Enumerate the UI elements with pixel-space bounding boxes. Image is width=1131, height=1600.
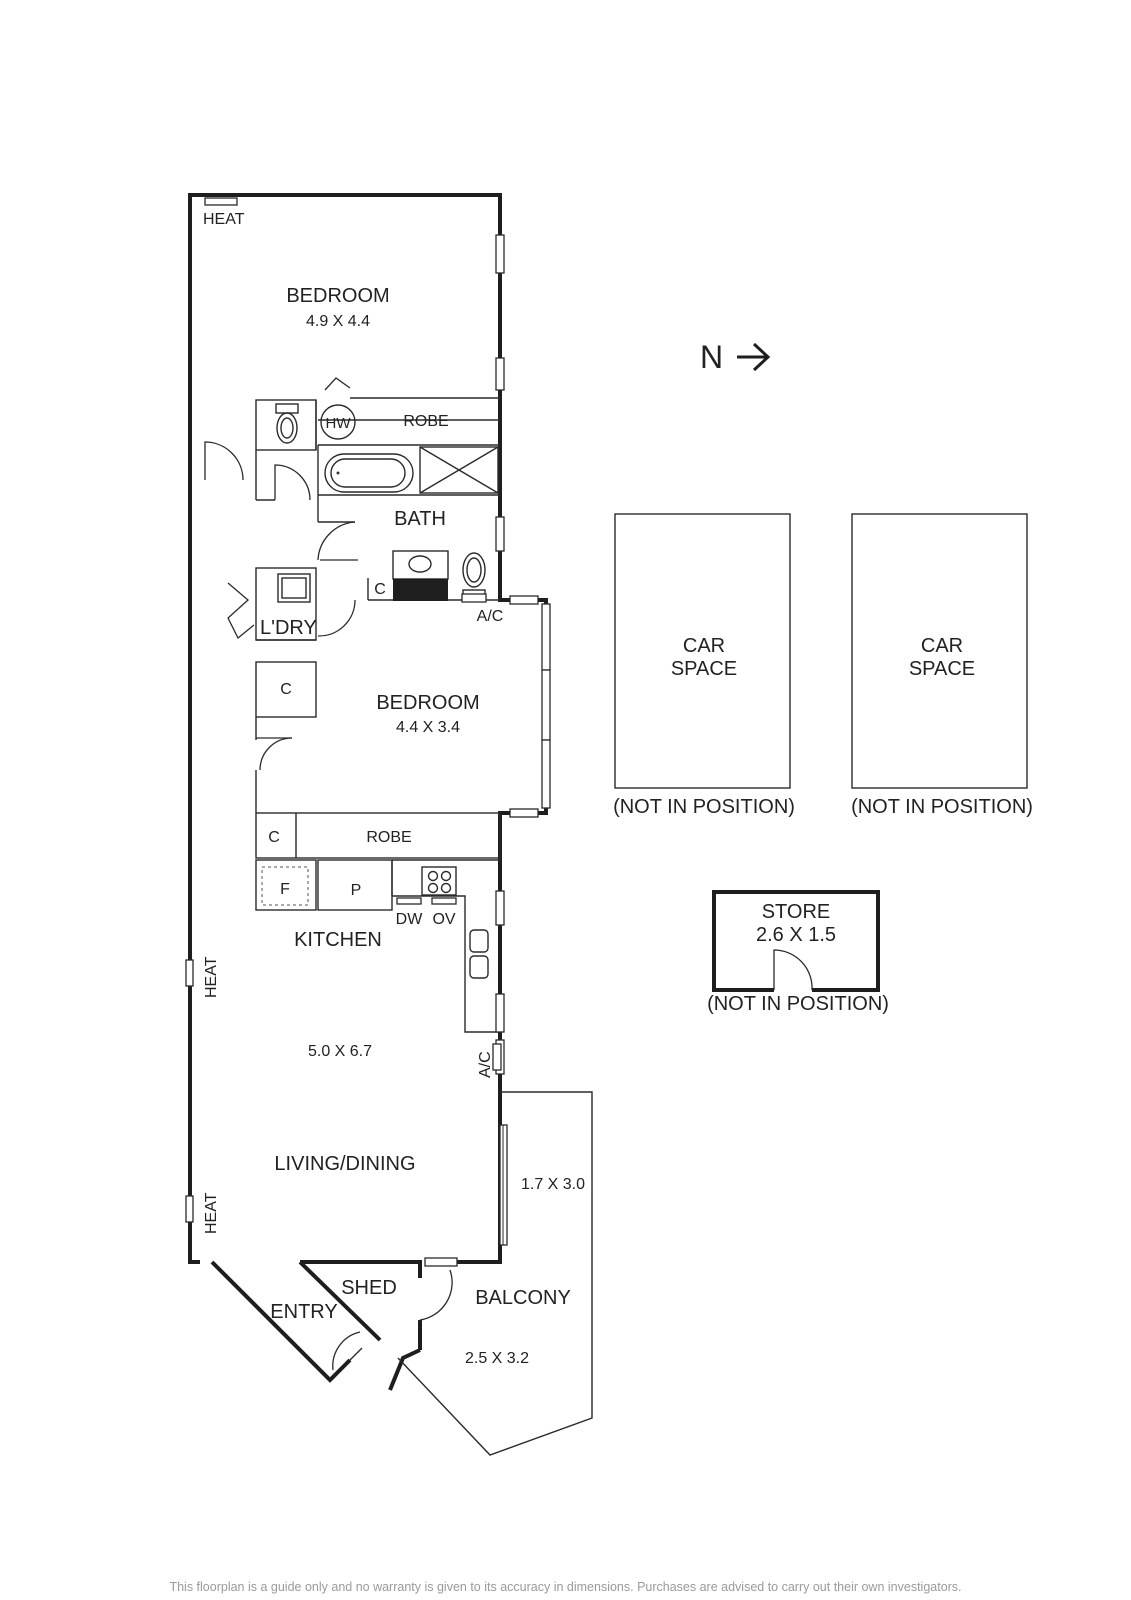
balcony-dims-2: 1.7 X 3.0 [521, 1176, 585, 1193]
kitchen-name: KITCHEN [294, 929, 382, 951]
exterior-walls [188, 193, 548, 1391]
car-space-2 [851, 513, 1028, 789]
bedroom1-dims: 4.9 X 4.4 [306, 313, 370, 330]
living-name: LIVING/DINING [274, 1153, 415, 1175]
north-label: N [700, 339, 723, 375]
interior-walls [255, 397, 501, 1033]
oven-label: OV [432, 911, 455, 928]
kitchen-sink-icon [469, 929, 489, 979]
balcony-name: BALCONY [475, 1287, 571, 1309]
car2-name-line2: SPACE [909, 658, 975, 680]
balcony-dims: 2.5 X 3.2 [465, 1350, 529, 1367]
robe-label-1: ROBE [403, 413, 448, 430]
cupboard-label-robe: C [268, 829, 280, 846]
cooktop-icon [421, 866, 457, 896]
living-dims: 5.0 X 6.7 [308, 1043, 372, 1060]
bath-fixtures [275, 403, 499, 603]
hw-label: HW [326, 415, 352, 432]
ac-label-1: A/C [477, 608, 504, 625]
north-arrow-icon [737, 342, 771, 372]
store-name: STORE [762, 901, 831, 923]
cupboard-label-laundry: C [280, 681, 292, 698]
bath-name: BATH [394, 508, 446, 530]
ac-label-2: A/C [477, 1051, 494, 1078]
bedroom2-name: BEDROOM [376, 692, 479, 714]
entry-name: ENTRY [270, 1301, 337, 1323]
cupboard-label-bath: C [374, 581, 386, 598]
balcony-outline [397, 1091, 593, 1456]
store-walls [712, 890, 880, 992]
bedroom2-dims: 4.4 X 3.4 [396, 719, 460, 736]
store-dims: 2.6 X 1.5 [756, 924, 836, 946]
store-note: (NOT IN POSITION) [707, 993, 889, 1015]
disclaimer-text: This floorplan is a guide only and no wa… [169, 1580, 962, 1594]
car2-note: (NOT IN POSITION) [851, 796, 1033, 818]
car1-name-line2: SPACE [671, 658, 737, 680]
heat-label-3: HEAT [203, 1192, 220, 1234]
car1-note: (NOT IN POSITION) [613, 796, 795, 818]
bedroom1-name: BEDROOM [286, 285, 389, 307]
heat-label-1: HEAT [203, 211, 245, 228]
pantry-label: P [351, 882, 362, 899]
windows [185, 197, 551, 1267]
laundry-name: L'DRY [260, 617, 317, 639]
shed-name: SHED [341, 1277, 397, 1299]
car-space-1 [614, 513, 791, 789]
fridge-label: F [280, 881, 290, 898]
robe-label-2: ROBE [366, 829, 411, 846]
heat-label-2: HEAT [203, 956, 220, 998]
car1-name-line1: CAR [683, 635, 725, 657]
doors [204, 377, 813, 1371]
car2-name-line1: CAR [921, 635, 963, 657]
dishwasher-label: DW [396, 911, 424, 928]
